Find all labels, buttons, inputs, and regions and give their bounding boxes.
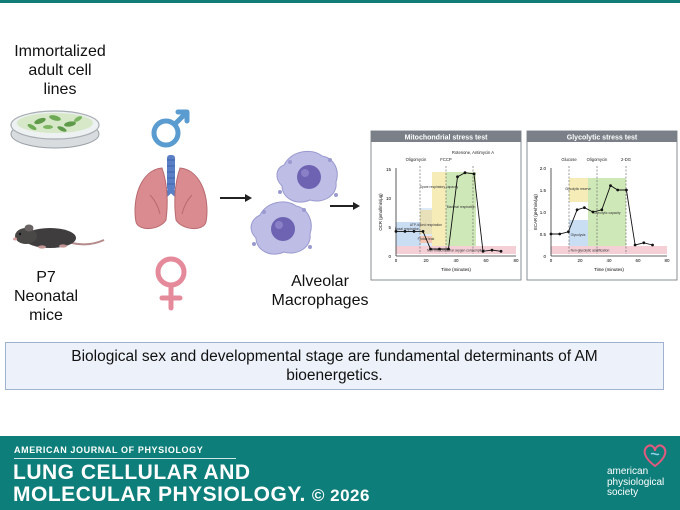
svg-text:80: 80 (513, 258, 519, 263)
svg-text:Spare respiratory capacity: Spare respiratory capacity (420, 185, 459, 189)
svg-text:Glycolysis: Glycolysis (571, 233, 586, 237)
svg-text:FCCP: FCCP (440, 157, 452, 162)
svg-text:60: 60 (635, 258, 641, 263)
svg-text:ECAR (pH/min/µg): ECAR (pH/min/µg) (533, 194, 538, 230)
ocr-data-point (490, 248, 494, 252)
svg-text:0.5: 0.5 (540, 232, 547, 237)
ocr-data-point (394, 230, 398, 233)
svg-text:0: 0 (550, 258, 553, 263)
ecar-data-point (583, 206, 586, 210)
macrophage-label: Alveolar Macrophages (271, 273, 369, 309)
ecar-data-point (616, 188, 620, 192)
macrophage-icon (276, 150, 338, 203)
svg-text:40: 40 (453, 258, 459, 263)
reserve-region (569, 178, 588, 202)
ecar-data-point (600, 208, 604, 212)
cells-label: Immortalized adult cell lines (14, 43, 106, 98)
svg-text:Non-mitochondrial oxygen consu: Non-mitochondrial oxygen consumption (427, 249, 485, 253)
ocr-data-point (421, 230, 425, 233)
ocr-data-point (429, 247, 432, 251)
journal-footer: AMERICAN JOURNAL OF PHYSIOLOGY LUNG CELL… (0, 436, 680, 510)
svg-text:Oligomycin: Oligomycin (587, 157, 608, 162)
svg-text:0: 0 (395, 258, 398, 263)
summary-text: Biological sex and developmental stage a… (71, 348, 598, 384)
ecar-data-point (591, 210, 595, 214)
svg-text:Maximal respiration: Maximal respiration (447, 205, 476, 209)
ocr-data-point (456, 175, 459, 179)
svg-text:Glucose: Glucose (561, 157, 577, 162)
ecar-data-point (625, 188, 628, 192)
ecar-data-point (651, 243, 654, 247)
svg-text:2-DG: 2-DG (621, 157, 631, 162)
non-mito-region (396, 246, 516, 254)
ecar-data-point (549, 232, 553, 236)
ecar-data-point (609, 184, 612, 188)
ocr-data-point (438, 247, 441, 251)
ecar-data-point (642, 241, 646, 245)
female-symbol-icon (155, 256, 187, 311)
ecar-data-point (633, 243, 637, 247)
svg-text:1.0: 1.0 (540, 210, 547, 215)
svg-text:20: 20 (577, 258, 583, 263)
arrow-right-icon (330, 202, 360, 210)
ocr-data-point (447, 247, 450, 251)
svg-text:40: 40 (606, 258, 612, 263)
svg-text:2.0: 2.0 (540, 166, 547, 171)
svg-text:Non-glycolytic acidification: Non-glycolytic acidification (571, 249, 610, 253)
publisher-name: american physiological society (607, 466, 665, 498)
divider (14, 458, 236, 459)
ocr-data-point (403, 230, 407, 233)
mito-chart: Mitochondrial stress test Basal respirat… (370, 130, 522, 281)
svg-text:ATP-linked respiration: ATP-linked respiration (410, 223, 442, 227)
svg-text:0: 0 (543, 254, 546, 259)
journal-kicker: AMERICAN JOURNAL OF PHYSIOLOGY (14, 445, 204, 455)
aps-logo-icon (643, 444, 667, 468)
macrophage-icon (250, 201, 312, 255)
svg-text:Oligomycin: Oligomycin (406, 157, 427, 162)
svg-text:Rotenone, Antimycin A: Rotenone, Antimycin A (452, 150, 494, 155)
atp-region (420, 210, 432, 234)
copyright: © 2026 (311, 486, 370, 505)
illustration: Mitochondrial stress test Basal respirat… (10, 109, 678, 311)
ecar-data-point (558, 232, 562, 236)
ecar-data-point (575, 208, 579, 212)
svg-text:Glycolytic capacity: Glycolytic capacity (593, 211, 620, 215)
svg-text:OCR (pmol/min/µg): OCR (pmol/min/µg) (378, 193, 383, 231)
ocr-data-point (499, 249, 503, 253)
ocr-data-point (463, 171, 467, 175)
lungs-icon (134, 155, 208, 229)
ocr-data-point (472, 172, 476, 176)
svg-text:Time (minutes): Time (minutes) (441, 267, 471, 272)
summary-box: Biological sex and developmental stage a… (5, 342, 664, 390)
ocr-data-point (412, 230, 416, 233)
svg-text:60: 60 (483, 258, 489, 263)
svg-text:Glycolytic reserve: Glycolytic reserve (565, 187, 591, 191)
journal-title: LUNG CELLULAR AND MOLECULAR PHYSIOLOGY.©… (13, 461, 370, 506)
svg-text:10: 10 (386, 196, 392, 201)
svg-text:5: 5 (388, 225, 391, 230)
glyco-chart: Glycolytic stress test Glycolysis Glycol… (526, 130, 678, 281)
glyco-title: Glycolytic stress test (567, 135, 638, 142)
glycolysis-region (569, 220, 588, 250)
petri-dish-icon (10, 110, 100, 149)
male-symbol-icon (151, 109, 190, 148)
svg-text:Time (minutes): Time (minutes) (594, 267, 624, 272)
svg-text:1.5: 1.5 (540, 188, 547, 193)
svg-text:80: 80 (664, 258, 670, 263)
mito-title: Mitochondrial stress test (405, 135, 489, 142)
non-glyco-region (551, 246, 667, 254)
svg-text:0: 0 (388, 254, 391, 259)
svg-text:20: 20 (423, 258, 429, 263)
arrow-right-icon (220, 194, 252, 202)
ecar-data-point (567, 230, 570, 234)
spare-capacity-region (432, 172, 446, 252)
maximal-region (446, 172, 476, 252)
svg-text:15: 15 (386, 167, 392, 172)
ocr-data-point (481, 249, 485, 253)
mice-label: P7 Neonatal mice (13, 269, 79, 324)
svg-text:Basal respiration: Basal respiration (395, 227, 420, 231)
top-rule (0, 0, 680, 3)
mouse-icon (13, 224, 105, 249)
